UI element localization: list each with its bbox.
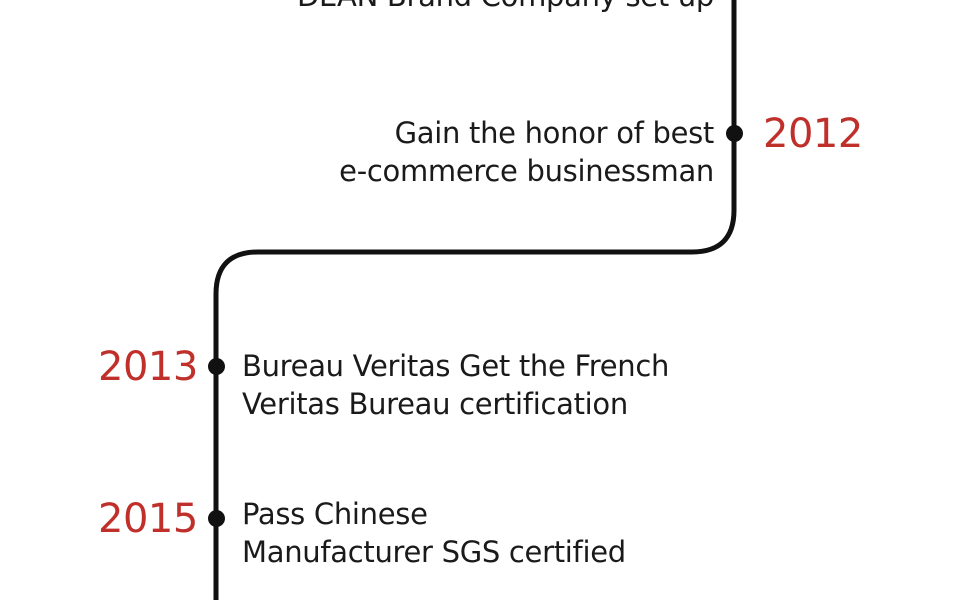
event-dean-setup-text: DEAN Brand Company set up [297, 0, 714, 15]
event-2015-year: 2015 [98, 496, 198, 542]
event-2012-text: Gain the honor of best e-commerce busine… [339, 114, 714, 190]
event-2013-text: Bureau Veritas Get the French Veritas Bu… [242, 347, 669, 423]
event-2012-marker [726, 125, 743, 142]
event-2015-line-2: Manufacturer SGS certified [242, 535, 626, 569]
event-2013-line-2: Veritas Bureau certification [242, 387, 628, 421]
event-2013-year: 2013 [98, 344, 198, 390]
event-2015-marker [208, 510, 225, 527]
event-2012-year: 2012 [763, 111, 863, 157]
event-2013-marker [208, 358, 225, 375]
event-2012-line-2: e-commerce businessman [339, 154, 714, 188]
event-2013-line-1: Bureau Veritas Get the French [242, 349, 670, 383]
event-2015-line-1: Pass Chinese [242, 497, 428, 531]
event-2015-text: Pass Chinese Manufacturer SGS certified [242, 495, 626, 571]
event-dean-setup-line-1: DEAN Brand Company set up [297, 0, 714, 15]
event-2012-line-1: Gain the honor of best [394, 116, 715, 150]
